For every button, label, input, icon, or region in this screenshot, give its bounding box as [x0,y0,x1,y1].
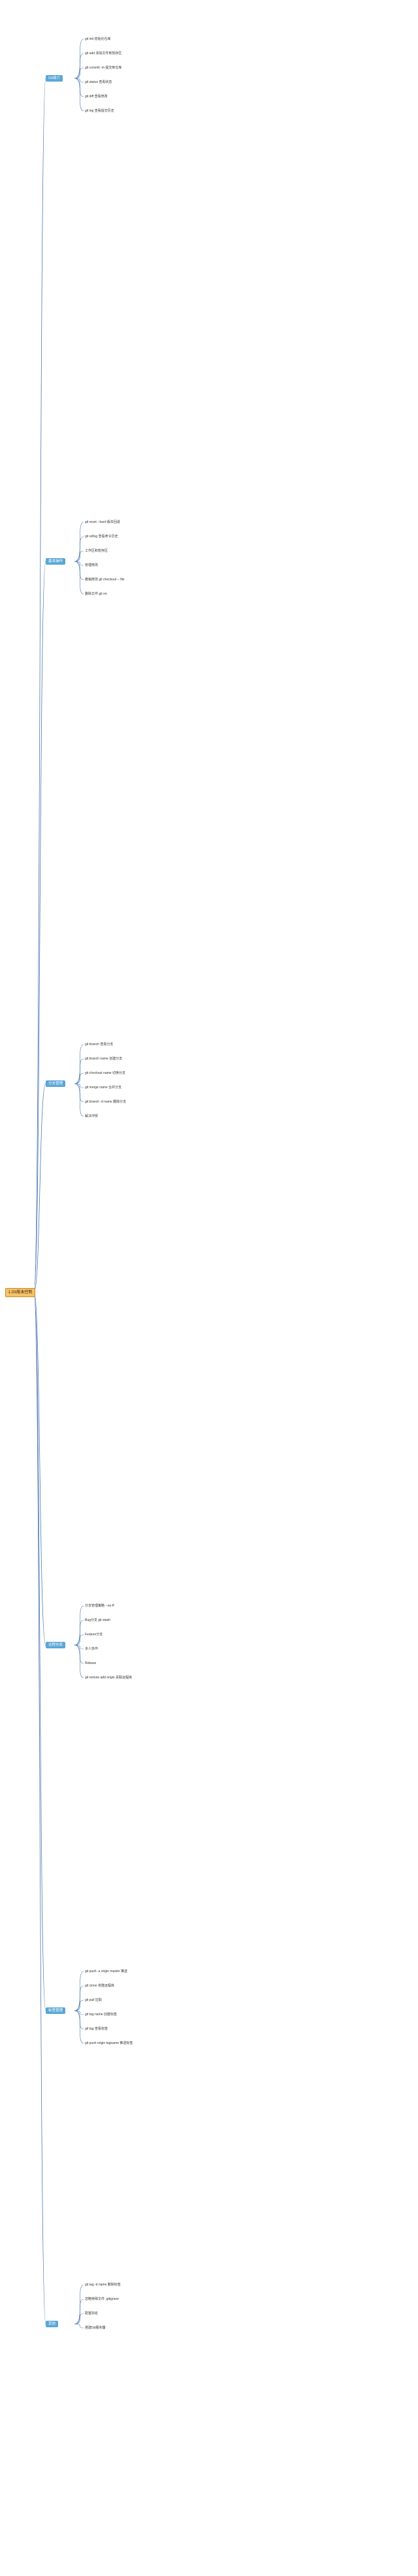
leaf-node[interactable]: git remote add origin 关联远程库 [85,1676,132,1680]
connector [74,1083,84,1117]
leaf-node[interactable]: 工作区和暂存区 [85,549,108,553]
leaf-node[interactable]: Feature分支 [85,1633,103,1637]
leaf-node[interactable]: git status 查看状态 [85,80,112,84]
connector [74,2010,84,2030]
connector [74,1971,84,2011]
connector [74,67,84,79]
connector [33,1291,46,2011]
leaf-node[interactable]: git tag name 创建标签 [85,2013,117,2017]
leaf-node[interactable]: 解决冲突 [85,1114,99,1118]
leaf-node[interactable]: 删除文件 git rm [85,592,107,596]
leaf-node[interactable]: git reset --hard 版本回退 [85,520,120,524]
leaf-node[interactable]: git push -u origin master 推送 [85,1970,128,1973]
section-node[interactable]: 基本操作 [46,558,66,565]
leaf-node[interactable]: 忽略特殊文件 .gitignore [85,2297,119,2301]
leaf-node[interactable]: git diff 查看修改 [85,95,108,99]
connector [74,550,84,562]
connector [74,2313,84,2325]
leaf-node[interactable]: 管理修改 [85,563,99,567]
connector [74,536,84,562]
leaf-node[interactable]: git clone 克隆远程库 [85,1984,115,1988]
connector [33,1083,46,1293]
connector [74,2000,84,2011]
leaf-node[interactable]: git tag -d name 删除标签 [85,2283,121,2287]
connector [74,1083,84,1103]
connector [74,1605,84,1646]
leaf-node[interactable]: 搭建Git服务器 [85,2326,106,2330]
leaf-node[interactable]: Rebase [85,1661,97,1665]
section-node[interactable]: 标签管理 [46,2007,66,2014]
connector [74,561,84,595]
connector [74,1634,84,1646]
leaf-node[interactable]: git init 初始化仓库 [85,37,111,41]
leaf-node[interactable]: Bug分支 git stash [85,1618,110,1622]
connector [74,561,84,566]
connector [74,53,84,79]
leaf-node[interactable]: git push origin tagname 推送标签 [85,2041,133,2045]
connector [74,1644,84,1650]
root-node[interactable]: 1.Git版本控制 [5,1288,35,1297]
connector [33,1291,46,2325]
leaf-node[interactable]: git reflog 查看命令历史 [85,535,118,539]
leaf-node[interactable]: git add 添加文件到暂存区 [85,52,122,55]
connector [33,78,46,1293]
leaf-node[interactable]: git log 查看提交历史 [85,109,114,113]
connector [74,2010,84,2015]
connector [74,1644,84,1678]
connector [74,1644,84,1664]
connector [74,78,84,112]
connector [74,2299,84,2325]
leaf-node[interactable]: 多人协作 [85,1647,99,1651]
connector [33,561,46,1293]
leaf-node[interactable]: git pull 拉取 [85,1998,102,2002]
connector [74,522,84,562]
leaf-node[interactable]: git branch name 创建分支 [85,1057,123,1061]
connector [74,1620,84,1646]
connector [74,1058,84,1084]
leaf-node[interactable]: 分支管理策略 --no-ff [85,1604,114,1608]
section-node[interactable]: Git简介 [46,75,63,82]
connector [74,1044,84,1084]
connector [74,78,84,97]
section-node[interactable]: 远程仓库 [46,1642,66,1648]
leaf-node[interactable]: git branch 查看分支 [85,1043,114,1046]
leaf-node[interactable]: git merge name 合并分支 [85,1086,122,1090]
connector [74,2010,84,2044]
section-node[interactable]: 分支管理 [46,1080,66,1087]
leaf-node[interactable]: 配置别名 [85,2312,99,2316]
connector [74,561,84,580]
leaf-node[interactable]: git tag 查看标签 [85,2027,108,2031]
connector [74,78,84,83]
section-node[interactable]: 其他 [46,2321,59,2327]
leaf-node[interactable]: git checkout name 切换分支 [85,1071,125,1075]
connector [74,2323,84,2329]
connector [33,1291,46,1646]
connector [74,2284,84,2325]
leaf-node[interactable]: git branch -d name 删除分支 [85,1100,127,1104]
connector [74,1985,84,2011]
leaf-node[interactable]: git commit -m 提交到仓库 [85,66,122,70]
connector [74,39,84,79]
connector [74,1083,84,1088]
leaf-node[interactable]: 撤销修改 git checkout -- file [85,578,125,582]
connector [74,1073,84,1084]
